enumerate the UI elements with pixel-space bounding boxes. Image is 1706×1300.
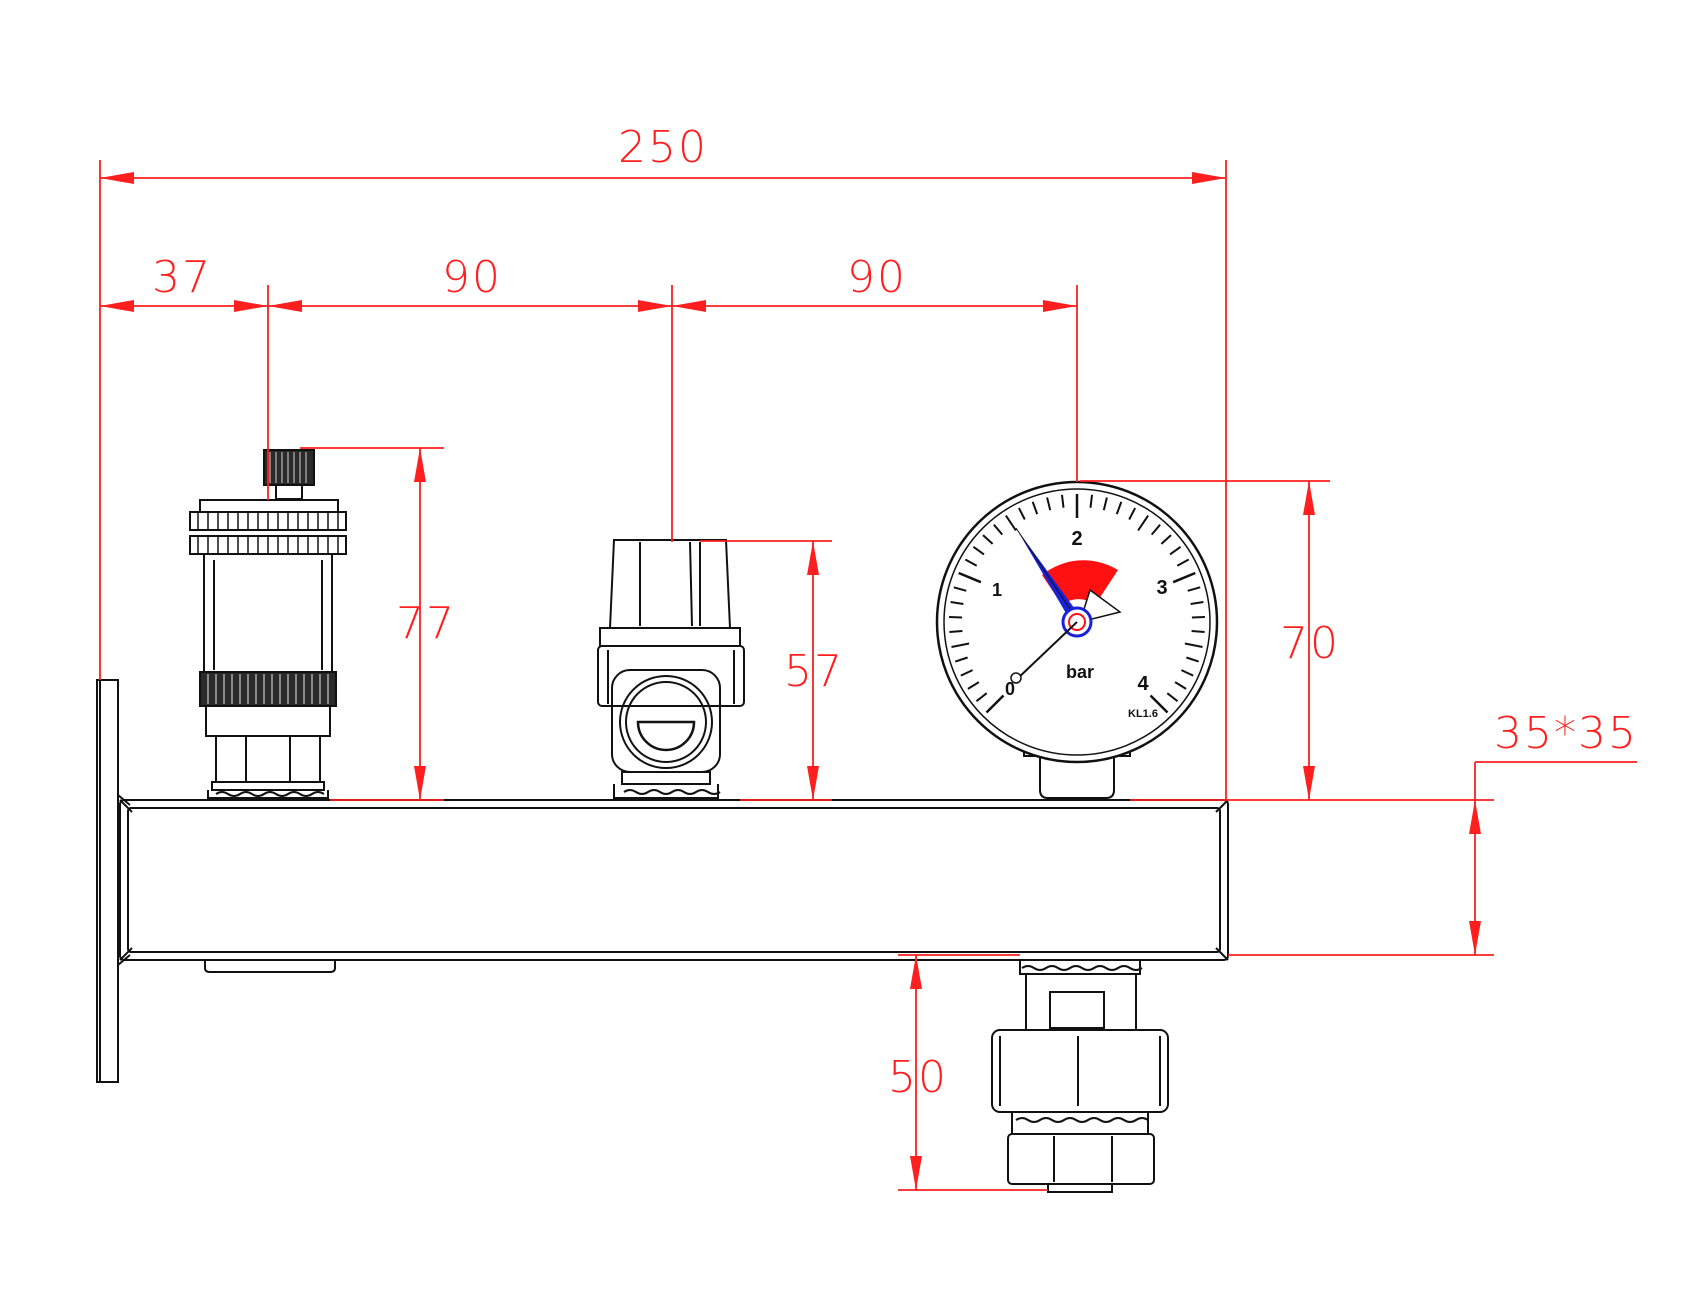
- mounting-flange: [96, 679, 131, 1083]
- gauge-tick: [1191, 630, 1205, 633]
- gauge-tick: [1160, 534, 1172, 545]
- gauge-tick: [964, 558, 978, 567]
- gauge-tick: [954, 656, 968, 663]
- gauge-tick: [1005, 515, 1017, 532]
- dimension-arrows: [100, 172, 1481, 1190]
- gauge-tick: [949, 616, 963, 619]
- gauge-tick: [1137, 515, 1149, 532]
- pressure-gauge: 0 1 2 3 4 bar KL1.6: [935, 480, 1219, 799]
- dim-spacing-2: 90: [847, 252, 907, 303]
- gauge-tick: [1128, 507, 1136, 520]
- air-vent: [189, 449, 347, 799]
- dim-offset-left: 37: [152, 252, 212, 303]
- gauge-tick: [982, 534, 994, 545]
- gauge-tick: [950, 601, 964, 605]
- gauge-tick: [1150, 524, 1161, 536]
- gauge-tick: [1191, 616, 1205, 619]
- gauge-tick: [1031, 501, 1039, 515]
- gauge-tick: [1018, 507, 1026, 520]
- gauge-tick: [1186, 656, 1200, 663]
- safety-valve: [597, 539, 745, 799]
- dimension-lines: [99, 160, 1637, 1191]
- gauge-tick: [951, 642, 970, 648]
- dim-valve-height: 57: [784, 646, 844, 697]
- gauge-tick: [975, 692, 988, 702]
- gauge-tick: [949, 630, 963, 633]
- gauge-accuracy-class: KL1.6: [1128, 708, 1158, 720]
- gauge-tick: [1169, 545, 1182, 556]
- gauge-tick: [958, 571, 982, 584]
- dim-overall-length: 250: [618, 122, 708, 173]
- gauge-tick: [985, 694, 1005, 714]
- gauge-tick: [967, 681, 980, 690]
- gauge-label-3: 3: [1156, 577, 1167, 599]
- dimension-labels: 250 37 90 90 77 57 70 35*35 50: [152, 122, 1638, 1103]
- gauge-label-2: 2: [1071, 528, 1082, 550]
- gauge-tick: [993, 524, 1004, 536]
- gauge-label-1: 1: [992, 580, 1002, 600]
- gauge-tick: [1187, 586, 1201, 592]
- gauge-tick: [1046, 497, 1052, 511]
- gauge-tick: [1102, 497, 1108, 511]
- gauge-stem: [1039, 752, 1115, 799]
- manifold-bar: [119, 799, 1229, 961]
- gauge-tick: [1149, 694, 1169, 714]
- gauge-unit: bar: [1066, 662, 1094, 682]
- bottom-fitting: [991, 959, 1169, 1193]
- dim-air-vent-height: 77: [396, 598, 456, 649]
- gauge-tick: [1166, 692, 1179, 702]
- gauge-tick: [1115, 501, 1123, 515]
- gauge-tick: [1174, 681, 1187, 690]
- gauge-tick: [1180, 669, 1194, 677]
- gauge-tick: [1089, 494, 1093, 508]
- gauge-tick: [953, 586, 967, 592]
- bottom-plug: [204, 960, 336, 973]
- gauge-needle: [1016, 528, 1080, 620]
- gauge-label-4: 4: [1137, 673, 1149, 695]
- gauge-tick: [1061, 494, 1065, 508]
- dim-gauge-height: 70: [1280, 618, 1340, 669]
- gauge-tick: [1172, 571, 1196, 584]
- gauge-tick: [960, 669, 974, 677]
- dim-bar-section: 35*35: [1494, 708, 1638, 759]
- gauge-tick: [1190, 601, 1204, 605]
- gauge-tick: [1184, 642, 1203, 648]
- gauge-label-0: 0: [1005, 679, 1015, 699]
- gauge-tick: [972, 545, 985, 556]
- dim-spacing-1: 90: [442, 252, 502, 303]
- gauge-tick: [1176, 558, 1190, 567]
- dim-bottom-fitting-height: 50: [888, 1052, 948, 1103]
- gauge-ticks: [949, 494, 1205, 714]
